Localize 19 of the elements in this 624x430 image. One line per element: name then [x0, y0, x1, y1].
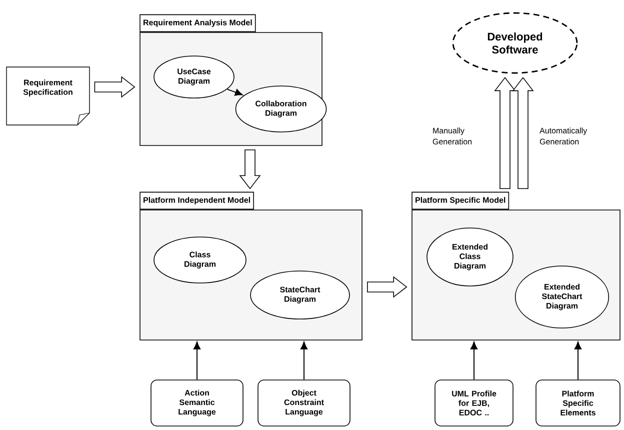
- arrow: [574, 342, 582, 380]
- node-label: Platform Independent Model: [144, 196, 250, 204]
- block-arrow: [239, 149, 261, 190]
- edge-label: Automatically Generation: [540, 128, 588, 144]
- arrow: [226, 88, 243, 96]
- node-label: Platform Specific Model: [416, 196, 506, 204]
- node-label: Requirement Analysis Model: [144, 19, 252, 27]
- arrow: [300, 342, 308, 380]
- language-box: UML Profile for EJB, EDOC ..: [434, 380, 514, 426]
- block-arrow: [94, 76, 136, 98]
- arrow: [470, 342, 478, 380]
- language-box: Action Semantic Language: [150, 380, 244, 426]
- block-arrow: [494, 77, 516, 189]
- edge-label: Manually Generation: [432, 128, 472, 144]
- language-box: Object Constraint Language: [258, 380, 350, 426]
- block-arrow: [367, 276, 408, 298]
- language-box: Platform Specific Elements: [536, 380, 620, 426]
- block-arrow: [512, 77, 534, 189]
- arrow: [193, 342, 201, 380]
